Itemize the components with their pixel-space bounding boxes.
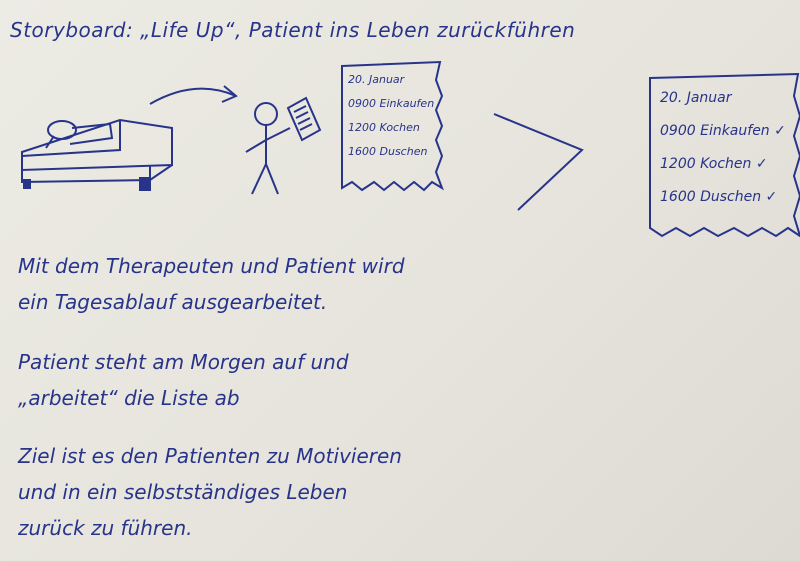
greater-than-icon	[493, 113, 584, 211]
list-item: 1200 Kochen ✓	[660, 156, 768, 172]
list-item: 0900 Einkaufen	[348, 97, 435, 110]
paper-icon	[286, 96, 322, 142]
list-small-outline	[341, 60, 444, 192]
list-item: 1600 Duschen ✓	[660, 189, 778, 205]
paragraph-goal: Ziel ist es den Patienten zu Motivieren …	[18, 438, 478, 546]
paragraph-plan: Mit dem Therapeuten und Patient wird ein…	[18, 248, 438, 320]
text-line: Ziel ist es den Patienten zu Motivieren	[18, 444, 402, 468]
list-date: 20. Januar	[348, 73, 405, 86]
stick-figure-icon	[245, 102, 291, 195]
paragraph-morning: Patient steht am Morgen auf und „arbeite…	[18, 344, 438, 416]
bed-icon	[21, 118, 173, 191]
list-item: 0900 Einkaufen ✓	[660, 123, 786, 139]
text-line: zurück zu führen.	[18, 516, 193, 540]
daily-list-checked: 20. Januar 0900 Einkaufen ✓ 1200 Kochen …	[650, 82, 796, 222]
list-item: 1600 Duschen	[348, 145, 428, 158]
text-line: und in ein selbstständiges Leben	[18, 480, 348, 504]
list-big-outline	[649, 72, 800, 238]
text-line: ein Tagesablauf ausgearbeitet.	[18, 290, 328, 314]
text-line: Mit dem Therapeuten und Patient wird	[18, 254, 405, 278]
page-title: Storyboard: „Life Up“, Patient ins Leben…	[10, 18, 576, 42]
list-item: 1200 Kochen	[348, 121, 420, 134]
daily-list-small: 20. Januar 0900 Einkaufen 1200 Kochen 16…	[342, 68, 440, 186]
text-line: Patient steht am Morgen auf und	[18, 350, 349, 374]
patient-in-bed-icon	[45, 120, 114, 149]
arrow-icon	[149, 85, 238, 105]
text-line: „arbeitet“ die Liste ab	[18, 386, 240, 410]
list-date: 20. Januar	[660, 90, 732, 106]
